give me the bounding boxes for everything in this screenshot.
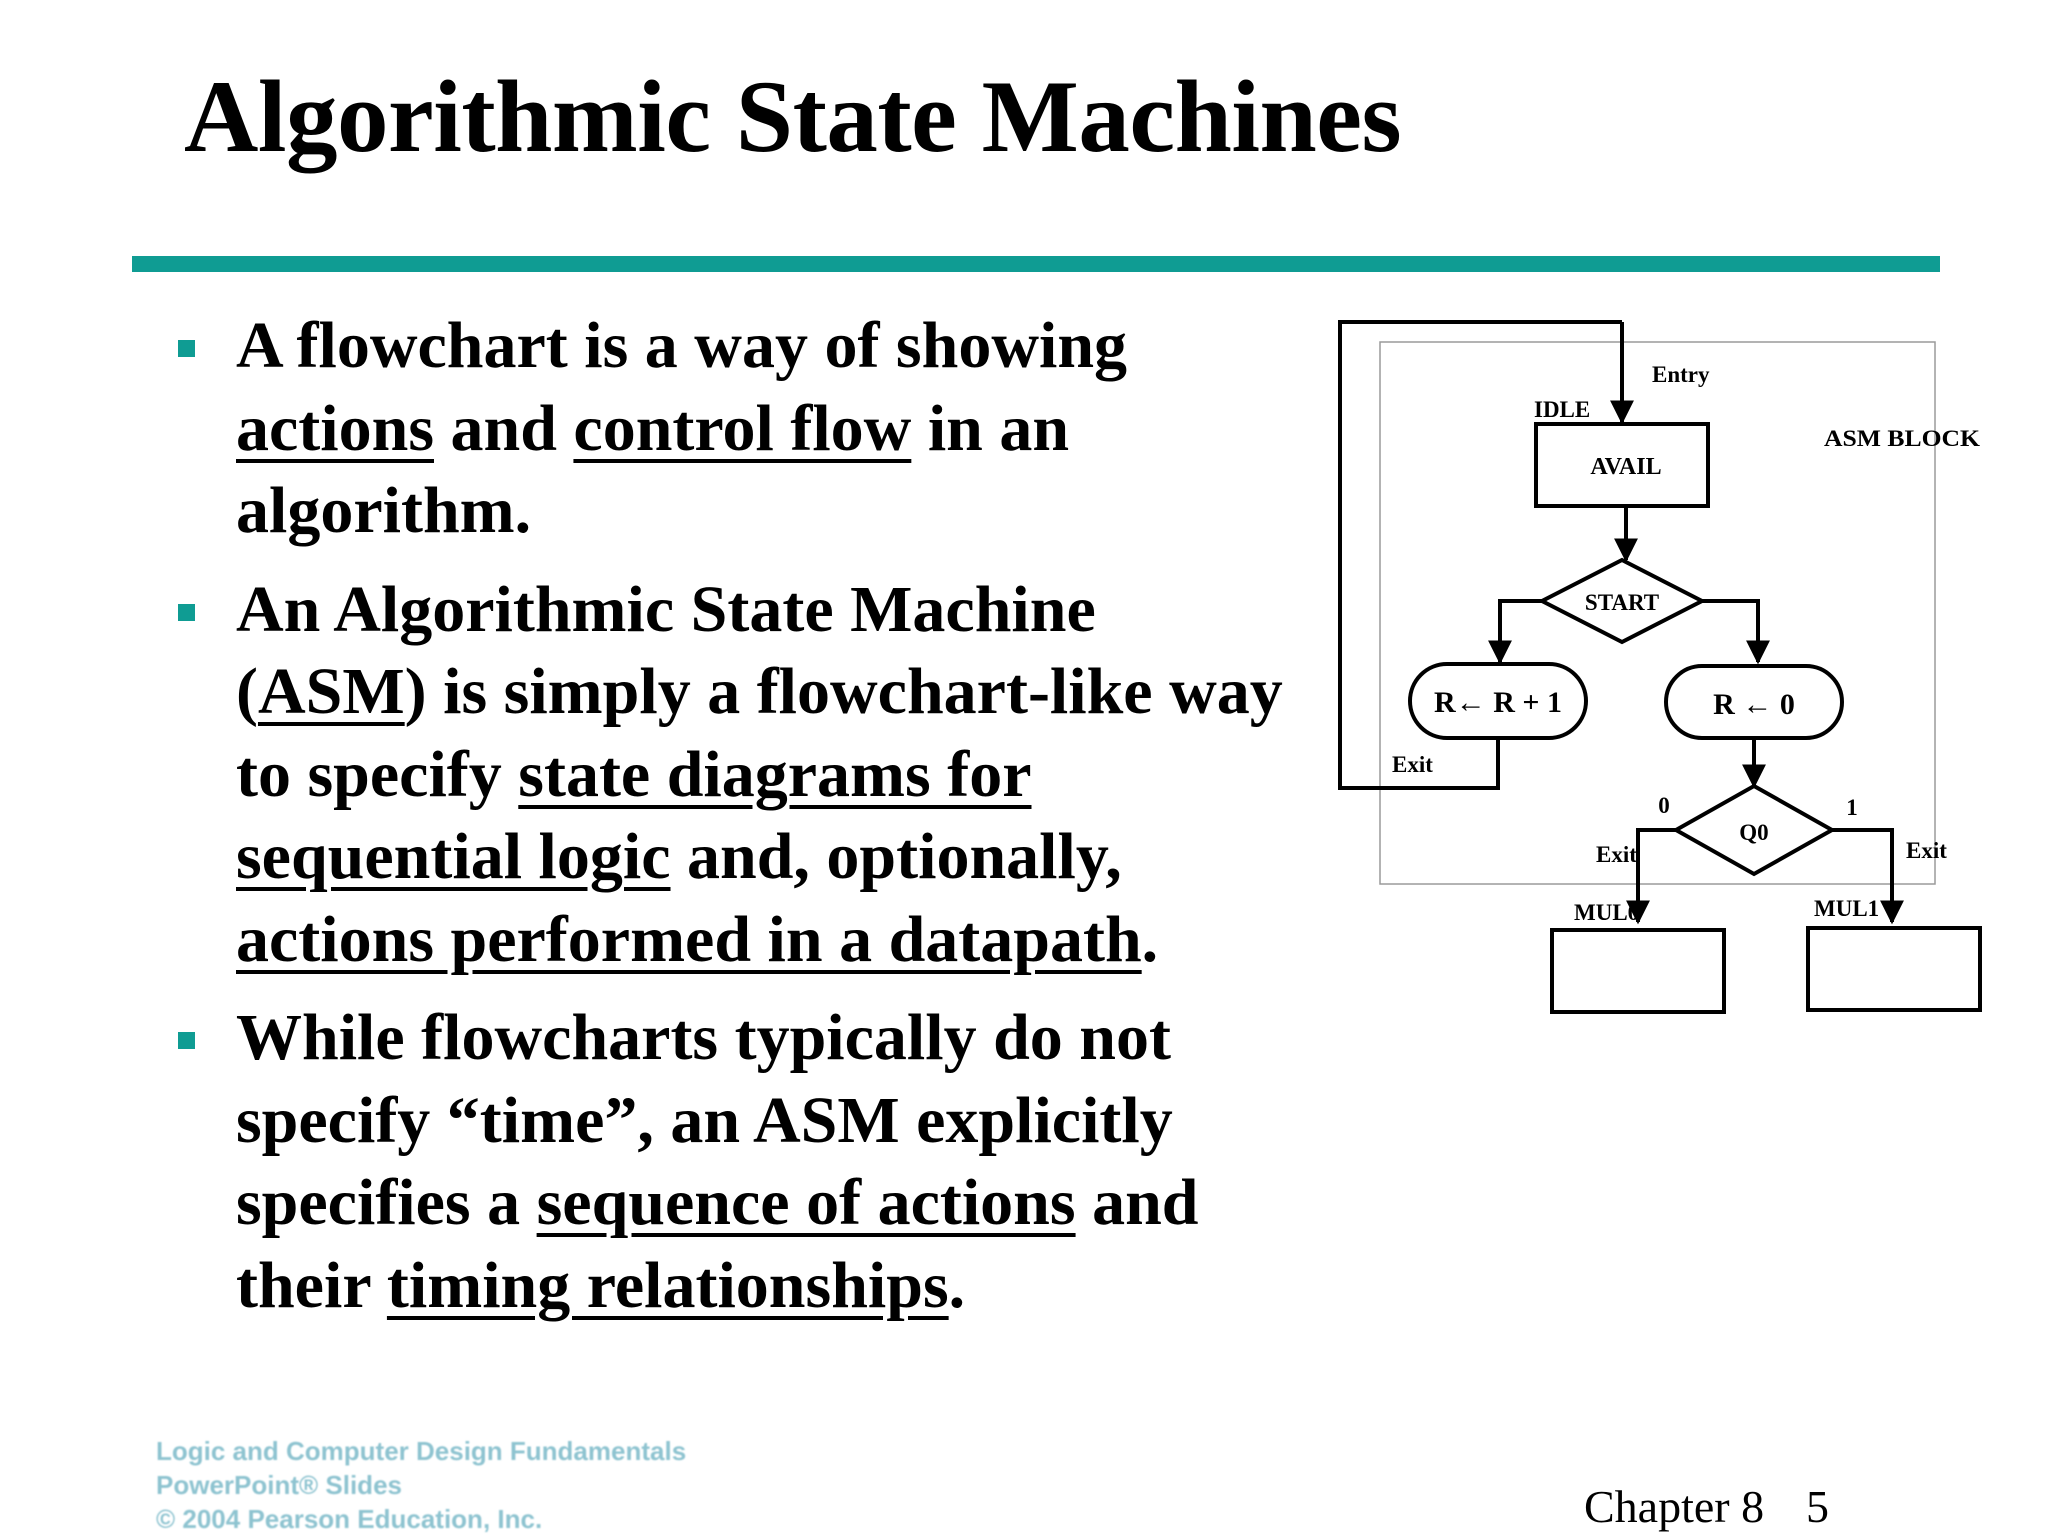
bullet-list: A flowchart is a way of showing actions … bbox=[174, 305, 1284, 1343]
next-state1-label: MUL1 bbox=[1814, 896, 1879, 921]
logo-line: Logic and Computer Design Fundamentals bbox=[156, 1436, 687, 1466]
entry-label: Entry bbox=[1652, 362, 1710, 387]
bullet-segment: While flowcharts typically do not specif… bbox=[236, 1001, 1173, 1239]
exit-left-label: Exit bbox=[1392, 752, 1433, 777]
q0-decision bbox=[1671, 783, 1837, 877]
bullet-segment: in an algorithm. bbox=[236, 391, 1070, 548]
emphasized-term: actions bbox=[236, 391, 434, 465]
bullet-marker bbox=[178, 340, 195, 357]
next-state1-box bbox=[1806, 926, 1982, 1012]
start-right-branch bbox=[1702, 599, 1770, 665]
increment-output-box bbox=[1408, 662, 1588, 740]
reset-output-label: R ← 0 bbox=[1713, 688, 1795, 721]
title-rule bbox=[132, 256, 1940, 272]
start-left-branch bbox=[1488, 599, 1542, 665]
state-box-label: AVAIL bbox=[1590, 454, 1661, 480]
next-state0-label: MUL0 bbox=[1574, 900, 1639, 925]
chapter-label: Chapter 8 bbox=[1584, 1481, 1765, 1532]
asm-flowchart: ASM BLOCK Entry IDLE AVAIL START R← R + … bbox=[1338, 320, 1982, 1014]
bullet-segment: ) is simply a flowchart-like way to spec… bbox=[236, 655, 1283, 811]
bullet-item: While flowcharts typically do not specif… bbox=[174, 997, 1284, 1327]
emphasized-term: control flow bbox=[573, 391, 912, 465]
bullet-segment: . bbox=[1141, 902, 1159, 976]
emphasized-term: state diagrams for sequential logic bbox=[236, 737, 1032, 894]
bullet-item: An Algorithmic State Machine (ASM) is si… bbox=[174, 569, 1284, 982]
branch1-label: 1 bbox=[1846, 795, 1858, 820]
next-state0-box bbox=[1550, 928, 1726, 1014]
bullet-segment: An Algorithmic State Machine ( bbox=[236, 572, 1096, 729]
branch0-label: 0 bbox=[1658, 793, 1670, 818]
bullet-text: While flowcharts typically do not specif… bbox=[236, 1001, 1199, 1322]
feedback-loop bbox=[1338, 320, 1622, 790]
slide-title: Algorithmic State Machines bbox=[184, 60, 1402, 174]
state-name-label: IDLE bbox=[1534, 397, 1590, 422]
bullet-segment: and bbox=[434, 391, 574, 465]
publisher-logo: Logic and Computer Design Fundamentals P… bbox=[156, 1434, 686, 1536]
bullet-segment: A flowchart is a way of showing bbox=[236, 309, 1128, 382]
asm-block-label: ASM BLOCK bbox=[1824, 426, 1980, 451]
bullet-segment: and, optionally, bbox=[670, 820, 1122, 893]
logo-line: PowerPoint® Slides bbox=[156, 1470, 402, 1500]
asm-block-outline bbox=[1379, 341, 1936, 885]
exit-mid-label: Exit bbox=[1596, 842, 1637, 867]
q0-decision-label: Q0 bbox=[1739, 820, 1768, 845]
emphasized-term: ASM bbox=[257, 655, 405, 728]
q0-branch0 bbox=[1626, 828, 1676, 925]
bullet-text: A flowchart is a way of showing actions … bbox=[236, 309, 1127, 547]
emphasized-term: timing relationships bbox=[386, 1248, 949, 1322]
emphasized-term: actions performed in a datapath bbox=[236, 902, 1142, 976]
emphasized-term: sequence of actions bbox=[536, 1166, 1076, 1239]
logo-line: © 2004 Pearson Education, Inc. bbox=[156, 1504, 543, 1534]
bullet-marker bbox=[178, 1032, 195, 1049]
bullet-text: An Algorithmic State Machine (ASM) is si… bbox=[236, 573, 1283, 976]
start-decision-label: START bbox=[1585, 590, 1659, 615]
q0-branch1 bbox=[1832, 828, 1904, 925]
state-box bbox=[1534, 422, 1710, 508]
page-number: 5 bbox=[1806, 1481, 1829, 1532]
increment-output-label: R← R + 1 bbox=[1434, 686, 1562, 719]
exit-right-label: Exit bbox=[1906, 838, 1947, 863]
start-decision bbox=[1537, 557, 1707, 645]
bullet-marker bbox=[178, 603, 195, 621]
bullet-segment: . bbox=[948, 1248, 966, 1322]
bullet-item: A flowchart is a way of showing actions … bbox=[174, 305, 1284, 553]
bullet-segment: and their bbox=[236, 1166, 1199, 1322]
